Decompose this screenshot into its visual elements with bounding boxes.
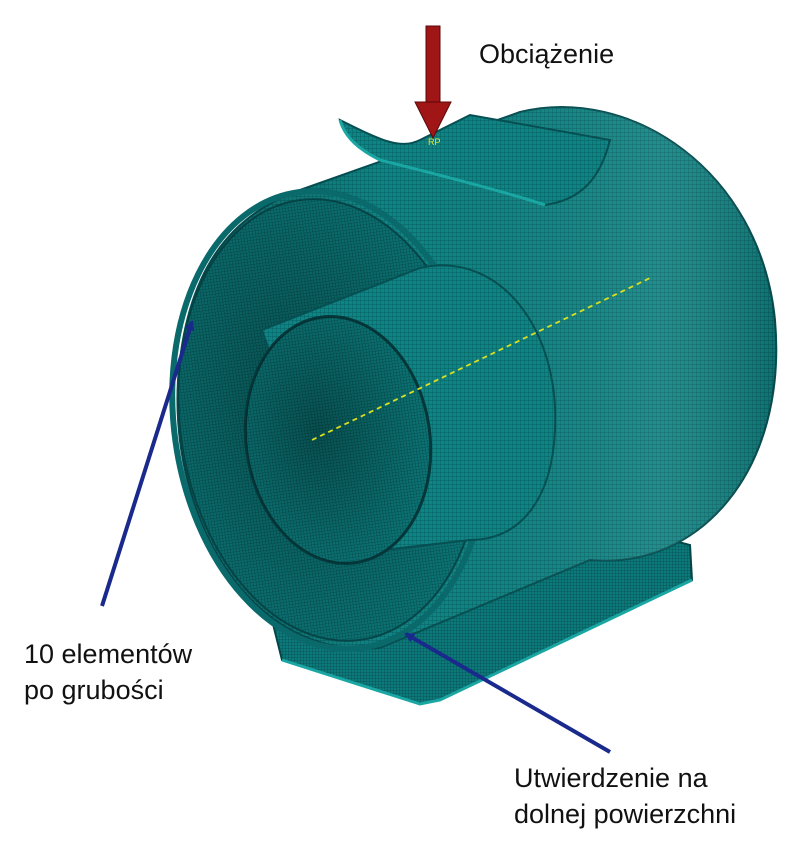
support-pointer-arrow [404,632,612,754]
thickness-pointer-arrow [100,320,195,607]
support-label-line1: Utwierdzenie na [514,763,708,793]
support-label-line2: dolnej powierzchni [514,799,737,829]
load-label: Obciążenie [479,39,615,69]
top-load-saddle: RP [338,113,612,207]
thickness-label-line2: po grubości [24,675,164,705]
support-label: Utwierdzenie na dolnej powierzchni [514,760,736,832]
load-arrow [414,25,452,140]
rp-marker: RP [428,137,441,147]
thickness-label: 10 elementów po grubości [24,636,192,708]
thickness-label-line1: 10 elementów [24,639,193,669]
inner-cylinder [243,264,557,565]
